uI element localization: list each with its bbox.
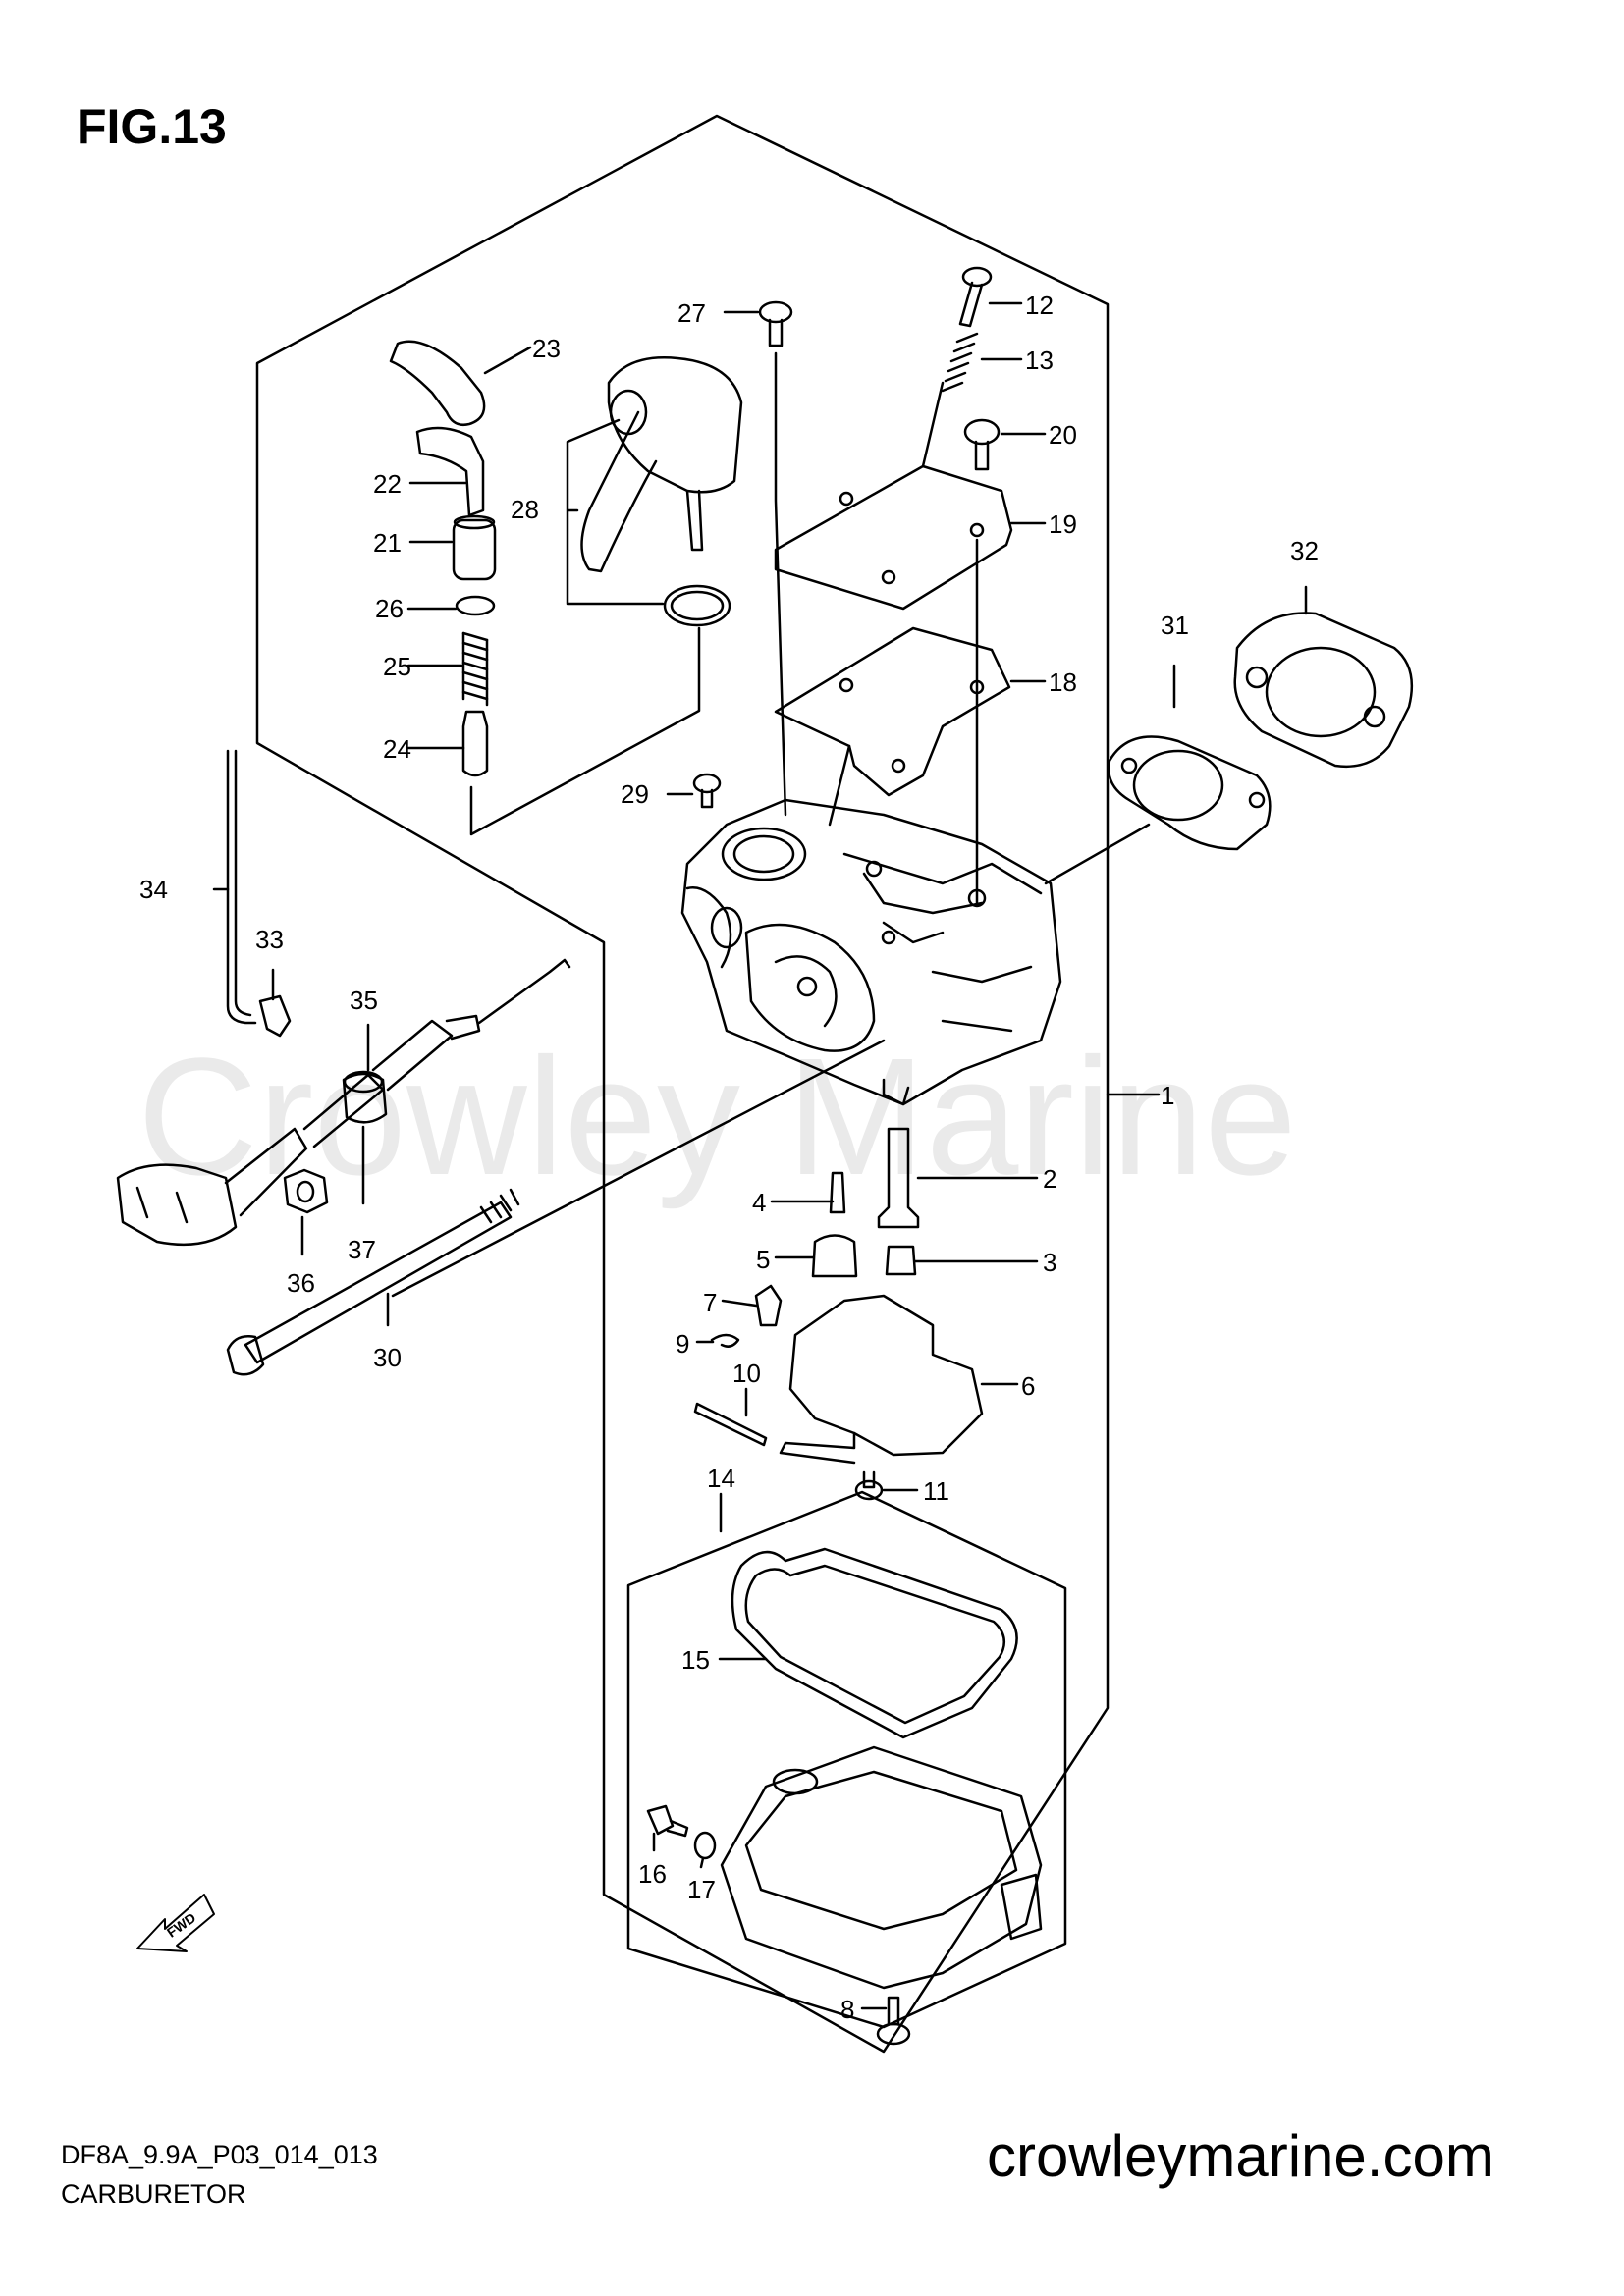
callout-18: 18 xyxy=(1049,667,1077,697)
callout-33: 33 xyxy=(255,925,284,954)
nut-36 xyxy=(283,1168,329,1214)
figure-title: FIG.13 xyxy=(77,99,227,154)
callout-35: 35 xyxy=(350,986,378,1015)
callout-7: 7 xyxy=(703,1288,717,1317)
oring-28 xyxy=(663,584,731,627)
callout-13: 13 xyxy=(1025,346,1054,375)
screw-29 xyxy=(692,773,722,809)
callout-37: 37 xyxy=(348,1235,376,1264)
callout-34: 34 xyxy=(139,875,168,904)
cap-37 xyxy=(342,1072,388,1124)
callout-12: 12 xyxy=(1025,291,1054,320)
screw-27 xyxy=(758,300,793,347)
tube-23 xyxy=(389,340,486,426)
fwd-arrow-icon xyxy=(136,1894,215,1952)
callout-21: 21 xyxy=(373,528,402,558)
tube-22 xyxy=(415,426,485,517)
callout-22: 22 xyxy=(373,469,402,499)
callout-31: 31 xyxy=(1161,611,1189,640)
valve-24 xyxy=(461,710,489,777)
callout-16: 16 xyxy=(638,1859,667,1889)
callout-3: 3 xyxy=(1043,1248,1056,1277)
bracket-33 xyxy=(258,994,292,1038)
float-6 xyxy=(788,1294,984,1457)
callout-17: 17 xyxy=(687,1875,716,1904)
callout-4: 4 xyxy=(752,1188,766,1217)
callout-26: 26 xyxy=(375,594,404,623)
callout-15: 15 xyxy=(681,1645,710,1675)
bowl-frame xyxy=(626,1490,1067,2029)
callout-29: 29 xyxy=(621,779,649,809)
callout-36: 36 xyxy=(287,1268,315,1298)
oring-26 xyxy=(455,595,496,616)
wire-34 xyxy=(226,749,257,1025)
callout-20: 20 xyxy=(1049,420,1077,450)
callout-30: 30 xyxy=(373,1343,402,1372)
callout-9: 9 xyxy=(676,1329,689,1359)
jet-4 xyxy=(829,1171,846,1214)
screw-16 xyxy=(646,1804,675,1836)
insulator-32 xyxy=(1233,612,1414,768)
callout-24: 24 xyxy=(383,734,411,764)
callout-28: 28 xyxy=(511,495,539,524)
choke-35 xyxy=(116,1163,238,1247)
float-bowl xyxy=(720,1745,1043,1990)
figure-code: DF8A_9.9A_P03_014_013 xyxy=(61,2140,378,2169)
cap-5 xyxy=(811,1234,858,1278)
needle-7 xyxy=(754,1284,783,1327)
spring-25 xyxy=(461,631,489,707)
spring-13 xyxy=(941,332,979,393)
callout-10: 10 xyxy=(732,1359,761,1388)
callout-19: 19 xyxy=(1049,509,1077,539)
callout-1: 1 xyxy=(1161,1081,1174,1110)
callout-11: 11 xyxy=(923,1476,949,1506)
site-link[interactable]: crowleymarine.com xyxy=(987,2123,1494,2189)
fitting-21 xyxy=(452,518,497,581)
jet-2 xyxy=(877,1127,920,1229)
gasket-15 xyxy=(731,1547,1018,1739)
gasket-18 xyxy=(774,626,1011,797)
figure-caption: CARBURETOR xyxy=(61,2179,246,2209)
callout-23: 23 xyxy=(532,334,561,363)
clip-9 xyxy=(710,1333,740,1348)
callout-14: 14 xyxy=(707,1464,735,1493)
callout-5: 5 xyxy=(756,1245,770,1274)
callout-27: 27 xyxy=(677,298,706,328)
callout-8: 8 xyxy=(840,1995,854,2024)
bolt-30 xyxy=(244,1201,513,1364)
washer-17 xyxy=(693,1831,717,1860)
pin-10 xyxy=(693,1402,768,1447)
plate-19 xyxy=(774,464,1013,611)
outer-frame xyxy=(255,114,1110,2054)
screw-11 xyxy=(854,1470,884,1501)
screw-8 xyxy=(876,1996,911,2046)
gasket-31 xyxy=(1107,735,1272,851)
callout-2: 2 xyxy=(1043,1164,1056,1194)
solenoid-28 xyxy=(607,356,743,494)
screw-12 xyxy=(958,266,993,328)
callout-25: 25 xyxy=(383,652,411,681)
screw-20 xyxy=(963,418,1001,471)
jet-3 xyxy=(885,1245,917,1276)
callout-32: 32 xyxy=(1290,536,1319,565)
callout-6: 6 xyxy=(1021,1371,1035,1401)
